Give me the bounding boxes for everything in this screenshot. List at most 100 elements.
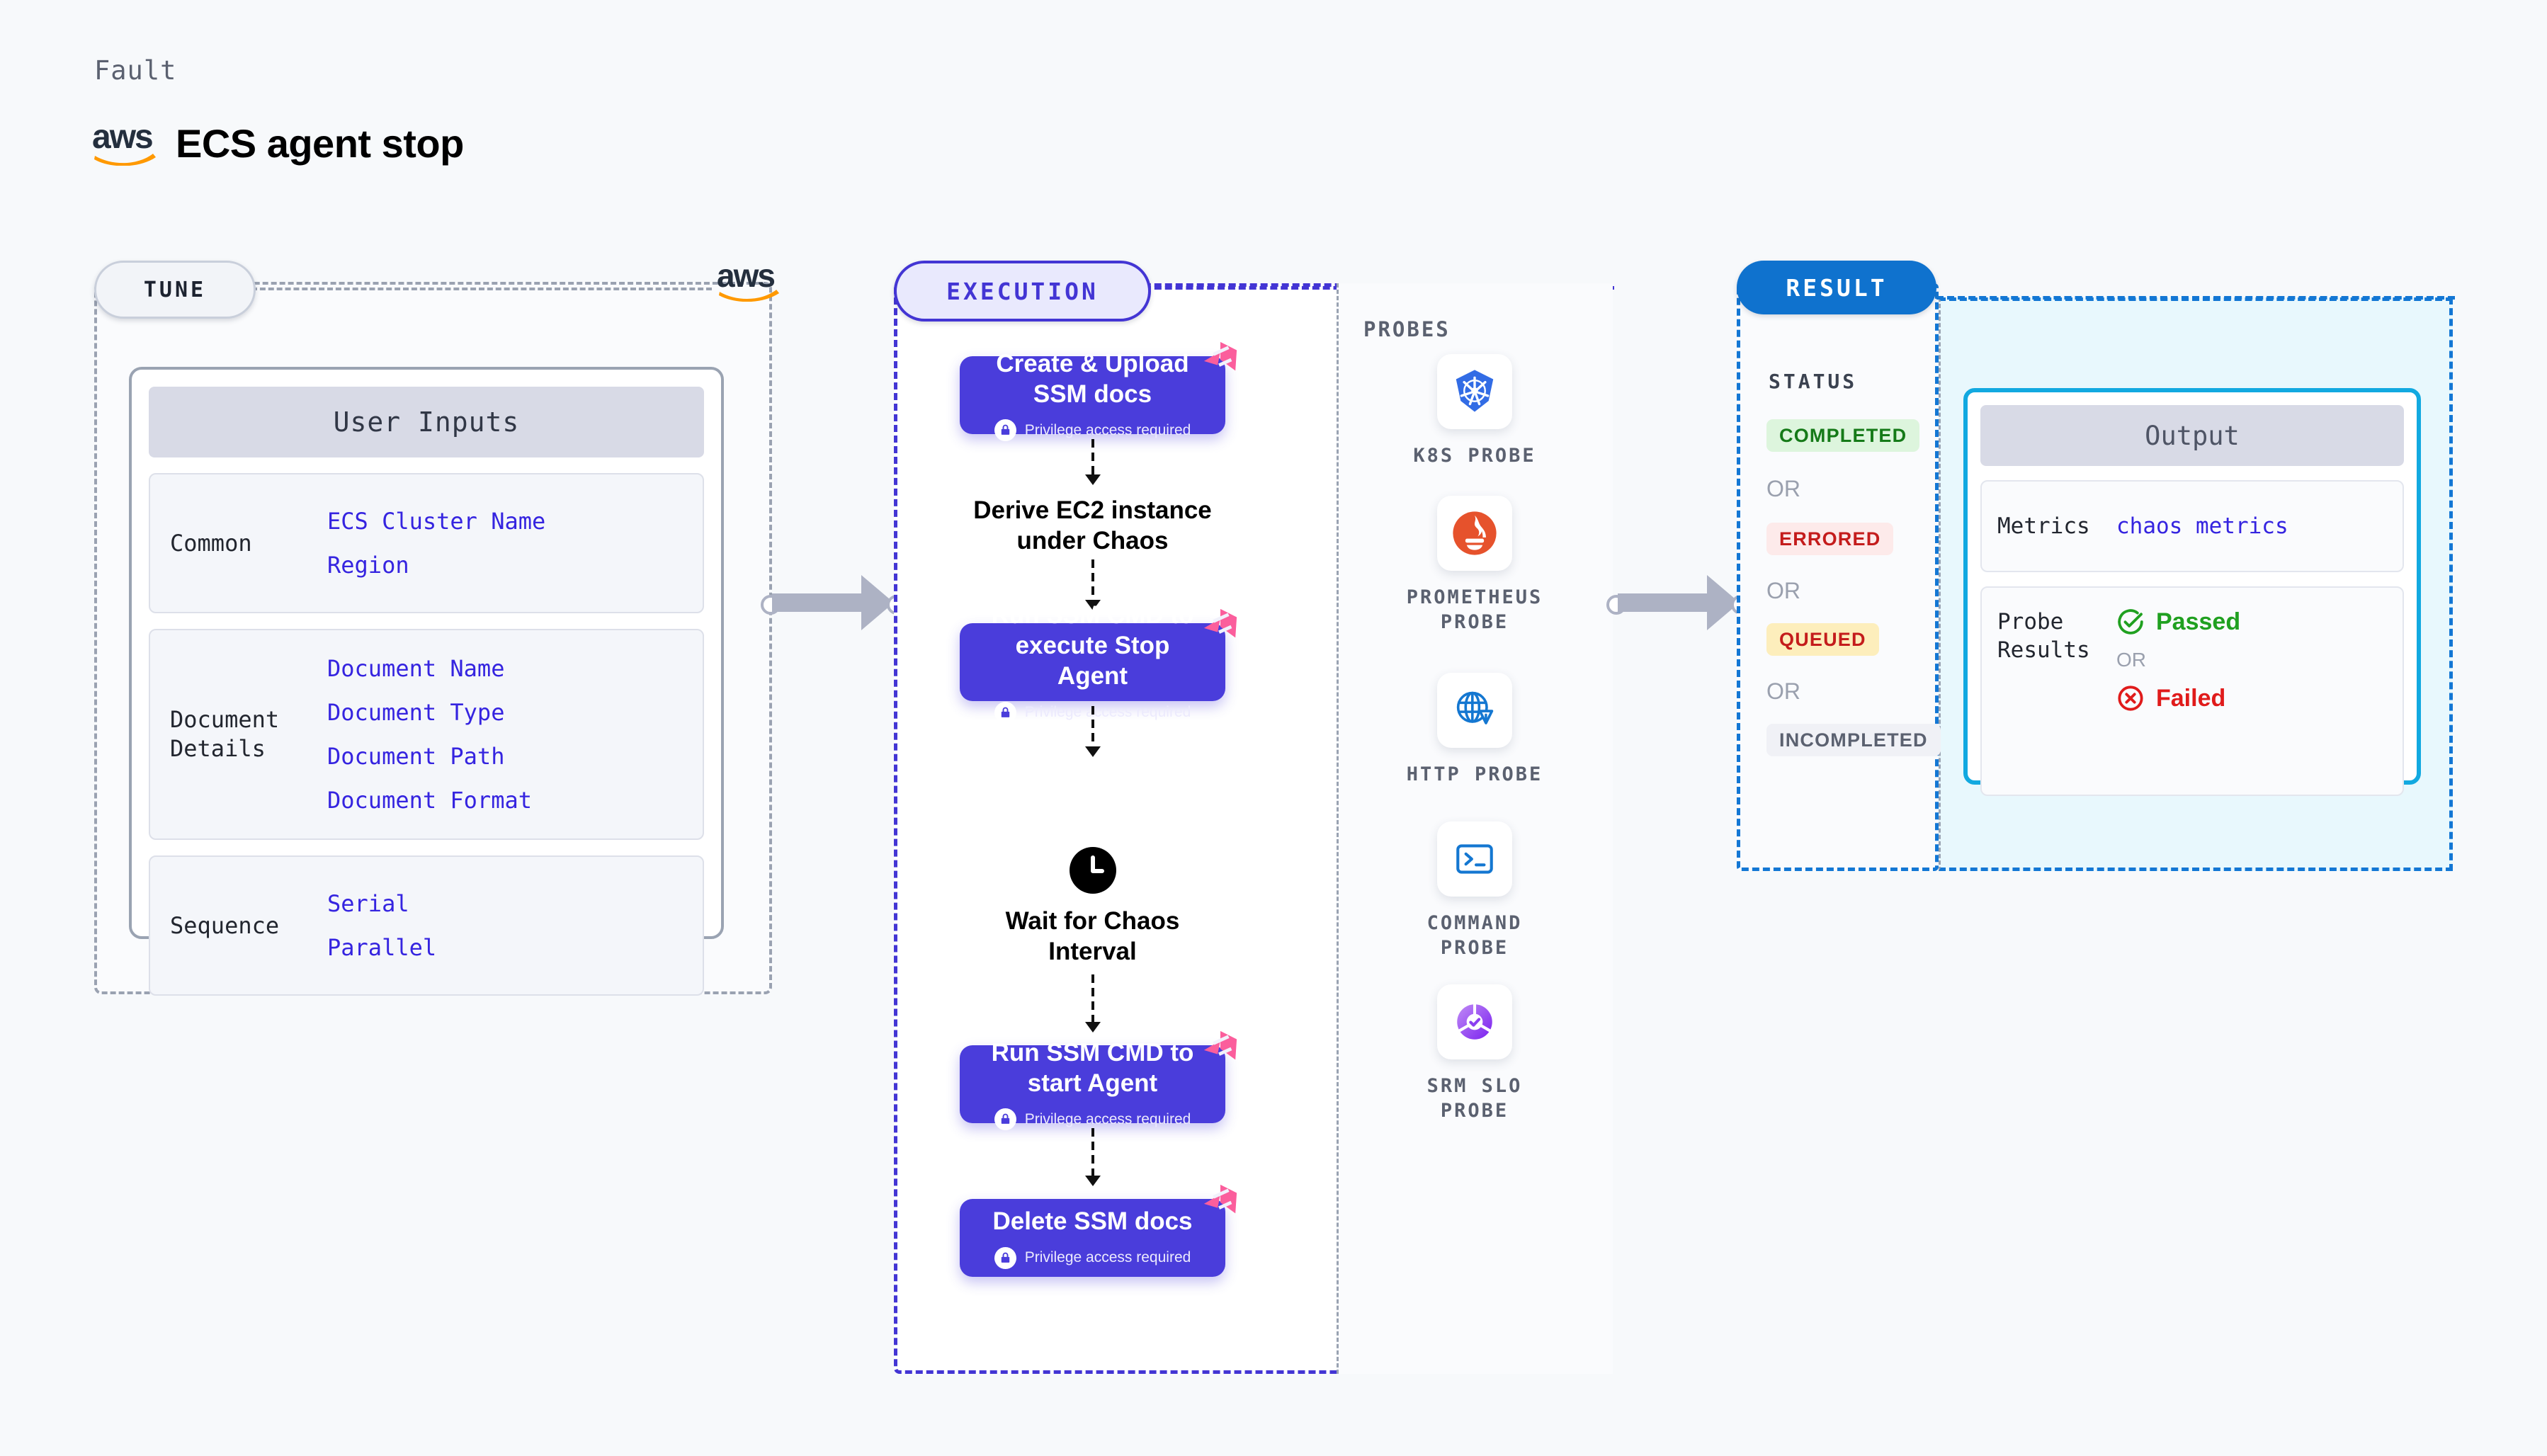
tune-value[interactable]: Region [327,552,409,579]
status-badge-queued: QUEUED [1766,623,1879,656]
lock-icon [994,701,1016,724]
fault-eyebrow-label: Fault [94,55,177,86]
result-top-connector [1936,296,2455,300]
execution-step-wait-for-chaos-interval: Wait for Chaos Interval [1005,907,1180,965]
or-label: OR [2116,649,2146,671]
chaos-badge-icon [1203,341,1237,371]
chaos-badge-icon [1203,1030,1237,1060]
or-label: OR [1766,476,1800,501]
user-inputs-card: User Inputs Common ECS Cluster Name Regi… [129,367,724,996]
output-row-label: Metrics [1997,513,2090,539]
probe-label: HTTP PROBE [1406,763,1543,785]
probe-label: K8S PROBE [1413,445,1536,467]
tune-pill[interactable]: TUNE [94,261,256,319]
step-connector-arrow [1085,1176,1101,1186]
or-label: OR [1766,578,1800,603]
tune-to-execution-arrow [772,593,864,612]
step-title: Run SSM CMD to start Agent [991,1038,1194,1097]
execution-step-delete-ssm-docs[interactable]: Delete SSM docs Privilege access require… [960,1184,1237,1277]
tune-value[interactable]: Document Path [327,743,505,770]
tune-value[interactable]: Document Name [327,655,505,682]
terminal-icon [1437,821,1512,897]
execution-step-create-upload-ssm-docs[interactable]: Create & Upload SSM docs Privilege acces… [960,341,1237,442]
globe-warning-icon [1437,673,1512,748]
page-title-row: aws ECS agent stop [92,120,464,166]
tune-value[interactable]: Document Format [327,787,532,814]
or-label: OR [1766,678,1800,704]
probe-label: SRM SLO PROBE [1426,1075,1523,1122]
privilege-note: Privilege access required [994,701,1191,724]
tune-group-label: Common [170,529,252,557]
tune-group-label: Sequence [170,911,280,939]
slo-donut-icon [1437,984,1512,1059]
execution-to-result-arrow [1618,593,1710,612]
output-card: Output Metrics chaos metrics Probe Resul… [1963,388,2421,796]
status-title: STATUS [1769,370,1858,393]
aws-logo-icon: aws [92,120,160,166]
probe-item-k8s[interactable]: K8S PROBE [1337,354,1613,468]
probe-item-prometheus[interactable]: PROMETHEUS PROBE [1337,496,1613,635]
step-connector [1091,559,1094,602]
x-circle-icon [2118,686,2143,711]
output-row-label: Probe Results [1997,609,2090,664]
step-connector-arrow [1085,746,1101,757]
chaos-badge-icon [1203,1184,1237,1214]
passed-label: Passed [2156,608,2241,635]
check-circle-icon [2118,609,2143,635]
output-row-probe-results: Probe Results Passed OR Failed [1980,586,2404,796]
page-title: ECS agent stop [176,121,464,166]
user-inputs-title: User Inputs [149,387,704,457]
privilege-note: Privilege access required [994,1108,1191,1131]
lock-icon [994,419,1016,442]
status-badge-errored: ERRORED [1766,523,1894,555]
tune-group-sequence: Sequence Serial Parallel [149,855,704,996]
execution-pill[interactable]: EXECUTION [894,261,1151,322]
lock-icon [994,1108,1016,1131]
tune-value[interactable]: ECS Cluster Name [327,508,546,535]
step-title: Run SSM CMD to execute Stop Agent [991,601,1194,690]
privilege-text: Privilege access required [1024,1110,1191,1127]
probe-result-passed: Passed [2116,608,2240,636]
step-connector [1091,439,1094,477]
tune-value[interactable]: Parallel [327,934,437,961]
tune-value[interactable]: Document Type [327,699,505,726]
kubernetes-icon [1437,354,1512,429]
privilege-note: Privilege access required [994,419,1191,442]
probes-title: PROBES [1363,317,1451,341]
step-connector [1091,1128,1094,1178]
tune-group-label: Document Details [170,706,280,762]
privilege-text: Privilege access required [1024,421,1191,438]
tune-value[interactable]: Serial [327,890,409,917]
failed-label: Failed [2156,684,2226,712]
privilege-text: Privilege access required [1024,1249,1191,1266]
probe-label: PROMETHEUS PROBE [1406,586,1543,634]
probe-item-http[interactable]: HTTP PROBE [1337,673,1613,787]
privilege-text: Privilege access required [1024,704,1191,721]
aws-logo-small-icon: aws [717,259,795,309]
execution-step-run-ssm-cmd-start-agent[interactable]: Run SSM CMD to start Agent Privilege acc… [960,1030,1237,1131]
clock-icon [1070,847,1116,894]
probe-label: COMMAND PROBE [1426,912,1523,960]
probe-item-command[interactable]: COMMAND PROBE [1337,821,1613,960]
step-connector [1091,706,1094,749]
output-row-metrics: Metrics chaos metrics [1980,480,2404,572]
execution-step-run-ssm-cmd-stop-agent[interactable]: Run SSM CMD to execute Stop Agent Privil… [960,601,1237,724]
privilege-note: Privilege access required [994,1246,1191,1269]
probe-item-srm-slo[interactable]: SRM SLO PROBE [1337,984,1613,1123]
step-connector-arrow [1085,1022,1101,1033]
tune-group-common: Common ECS Cluster Name Region [149,473,704,613]
step-title: Delete SSM docs [992,1207,1193,1236]
step-title: Create & Upload SSM docs [996,349,1189,408]
status-badge-incompleted: INCOMPLETED [1766,724,1941,756]
execution-step-derive-ec2-instance: Derive EC2 instance under Chaos [973,496,1212,554]
chaos-metrics-link[interactable]: chaos metrics [2116,513,2288,539]
result-pill[interactable]: RESULT [1737,261,1936,314]
step-connector-arrow [1085,474,1101,485]
lock-icon [994,1246,1016,1269]
result-status-panel [1737,283,1939,871]
probe-result-failed: Failed [2116,684,2240,712]
prometheus-icon [1437,496,1512,571]
output-title: Output [1980,405,2404,466]
chaos-badge-icon [1203,608,1237,638]
tune-aws-connector [251,288,712,290]
